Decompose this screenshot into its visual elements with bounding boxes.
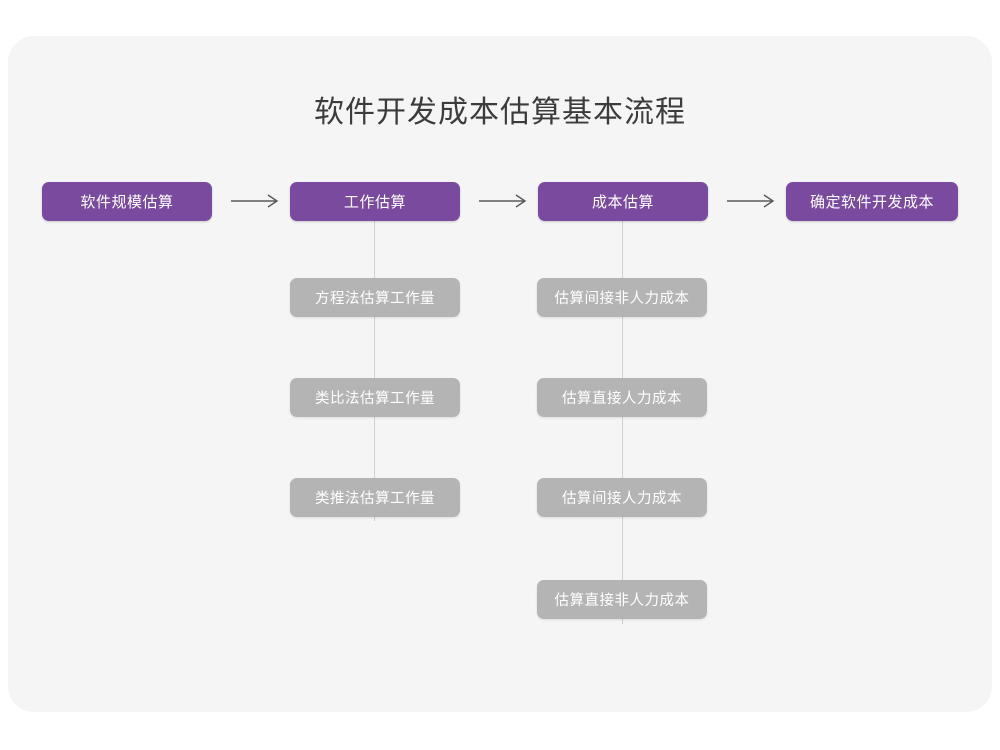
- substep-node-indirect-nonlabor-cost[interactable]: 估算间接非人力成本: [537, 278, 707, 317]
- page-title: 软件开发成本估算基本流程: [314, 96, 686, 129]
- stage-node-software-scale-estimation[interactable]: 软件规模估算: [42, 182, 212, 221]
- substep-node-analogy-method-effort[interactable]: 类比法估算工作量: [290, 378, 460, 417]
- stage-node-label: 成本估算: [591, 194, 654, 211]
- substep-node-label: 类推法估算工作量: [315, 491, 435, 507]
- connector-line-column-2: [374, 221, 375, 521]
- substep-node-inference-method-effort[interactable]: 类推法估算工作量: [290, 478, 460, 517]
- substep-node-label: 类比法估算工作量: [315, 391, 435, 407]
- arrow-stage-3-to-4: [724, 189, 780, 213]
- stage-node-label: 确定软件开发成本: [809, 194, 934, 211]
- substep-node-direct-labor-cost[interactable]: 估算直接人力成本: [537, 378, 707, 417]
- stage-node-cost-estimation[interactable]: 成本估算: [538, 182, 708, 221]
- arrow-stage-2-to-3: [476, 189, 532, 213]
- arrow-stage-1-to-2: [228, 189, 284, 213]
- substep-node-label: 估算直接人力成本: [562, 391, 682, 407]
- stage-node-label: 软件规模估算: [80, 194, 174, 211]
- substep-node-label: 估算间接非人力成本: [554, 291, 690, 307]
- connector-line-column-3: [622, 221, 623, 624]
- substep-node-indirect-labor-cost[interactable]: 估算间接人力成本: [537, 478, 707, 517]
- substep-node-label: 估算间接人力成本: [562, 491, 682, 507]
- substep-node-label: 估算直接非人力成本: [554, 593, 690, 609]
- stage-node-label: 工作估算: [343, 194, 406, 211]
- substep-node-label: 方程法估算工作量: [315, 291, 435, 307]
- stage-node-determine-development-cost[interactable]: 确定软件开发成本: [786, 182, 958, 221]
- diagram-card: [8, 36, 992, 712]
- substep-node-direct-nonlabor-cost[interactable]: 估算直接非人力成本: [537, 580, 707, 619]
- substep-node-equation-method-effort[interactable]: 方程法估算工作量: [290, 278, 460, 317]
- stage-node-effort-estimation[interactable]: 工作估算: [290, 182, 460, 221]
